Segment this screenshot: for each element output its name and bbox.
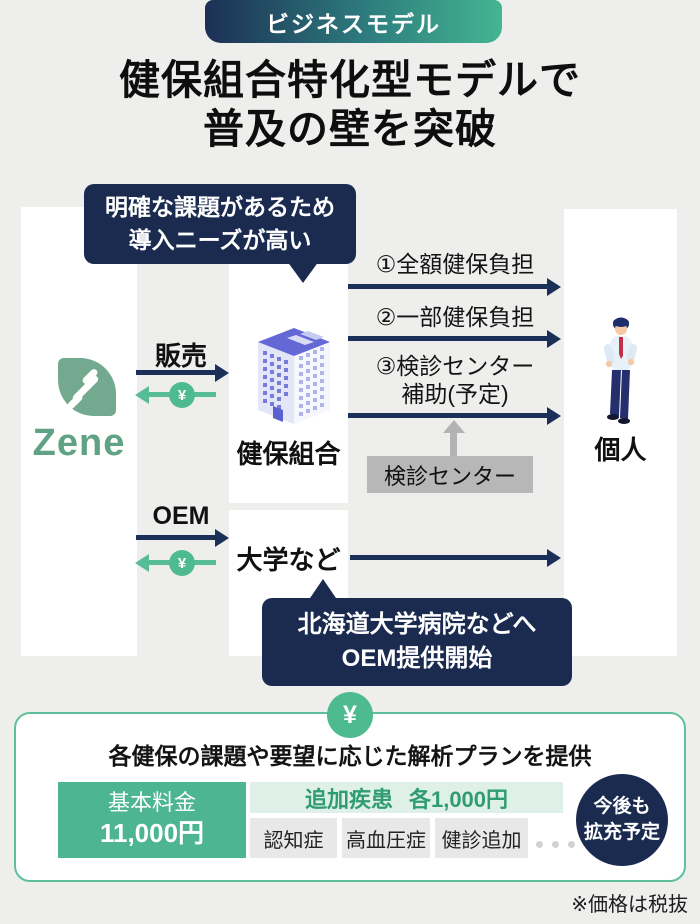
flow-arrow-2 xyxy=(348,336,548,341)
flow-label-1: ①全額健保負担 xyxy=(375,251,535,277)
sale-arrow-right xyxy=(136,370,216,375)
tax-footnote: ※価格は税抜 xyxy=(571,894,688,916)
callout-high-demand-line1: 明確な課題があるため xyxy=(105,194,335,221)
university-label: 大学など xyxy=(236,545,341,575)
section-badge: ビジネスモデル xyxy=(205,0,502,43)
additional-plan-header: 追加疾患 各1,000円 xyxy=(250,782,563,813)
person-icon xyxy=(592,314,650,433)
individual-label: 個人 xyxy=(594,435,647,465)
yen-badge-icon: ¥ xyxy=(327,692,373,738)
callout-oem-line1: 北海道大学病院などへ xyxy=(297,610,537,638)
lane-zene xyxy=(21,207,137,656)
yen-chip-icon: ¥ xyxy=(169,382,195,408)
pricing-heading: 各健保の課題や要望に応じた解析プランを提供 xyxy=(108,743,592,769)
oem-arrow-right xyxy=(136,535,216,540)
base-plan-price: 11,000円 xyxy=(99,818,205,849)
callout-high-demand-line2: 導入ニーズが高い xyxy=(128,227,312,253)
university-arrow-right xyxy=(350,555,548,560)
page-title-line1: 健保組合特化型モデルで xyxy=(119,57,581,103)
page-title: 健保組合特化型モデルで 普及の壁を突破 xyxy=(0,56,700,154)
flow-label-2: ②一部健保負担 xyxy=(375,304,535,330)
flow-arrow-1 xyxy=(348,284,548,289)
callout-oem-start: 北海道大学病院などへ OEM提供開始 xyxy=(262,579,572,686)
future-expansion-badge: 今後も 拡充予定 xyxy=(576,774,668,866)
option-dementia: 認知症 xyxy=(250,818,337,858)
additional-price: 各1,000円 xyxy=(408,786,509,812)
section-badge-label: ビジネスモデル xyxy=(266,10,441,37)
oem-arrow-label: OEM xyxy=(152,502,210,530)
base-plan-label: 基本料金 xyxy=(107,789,196,815)
yen-chip-icon: ¥ xyxy=(169,550,195,576)
option-hypertension: 高血圧症 xyxy=(342,818,430,858)
base-plan-box: 基本料金 11,000円 xyxy=(58,782,246,858)
lane-individual xyxy=(564,209,677,656)
checkup-center-box: 検診センター xyxy=(367,456,533,493)
kenpo-label: 健保組合 xyxy=(236,439,341,469)
ellipsis-dots-icon xyxy=(536,841,575,848)
callout-high-demand: 明確な課題があるため 導入ニーズが高い xyxy=(84,184,356,283)
page-title-line2: 普及の壁を突破 xyxy=(203,106,497,153)
option-checkup-add: 健診追加 xyxy=(435,818,528,858)
zene-wordmark: Zene xyxy=(32,422,126,464)
callout-oem-line2: OEM提供開始 xyxy=(341,645,493,672)
building-icon xyxy=(252,320,336,437)
additional-label: 追加疾患 xyxy=(304,786,393,812)
flow-label-3: ③検診センター 補助(予定) xyxy=(375,353,535,407)
checkup-up-arrow-icon xyxy=(443,420,465,433)
sale-arrow-label: 販売 xyxy=(154,341,207,371)
flow-arrow-3 xyxy=(348,413,548,418)
